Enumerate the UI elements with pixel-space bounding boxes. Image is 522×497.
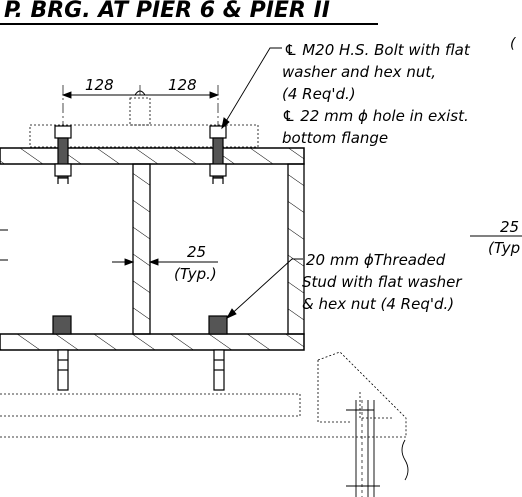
bolt-note: ℄ M20 H.S. Bolt with flat washer and hex… [282,41,471,147]
stud-note: 20 mm ϕThreaded Stud with flat washer & … [302,251,462,313]
bearing-column-lines [346,400,409,497]
bottom-flange-plate [0,333,305,351]
right-dimension-typ: (Typ [488,239,520,257]
dimension-128-left: 128 [85,76,114,94]
pier-cap-outline [0,351,407,438]
web-plate-right [287,163,305,335]
right-dimension-value: 25 [500,218,519,236]
bolt-spacing-dimension [61,90,220,99]
stud-note-line-2: Stud with flat washer [302,273,462,291]
hs-bolt-left [54,125,72,184]
web-thickness-typ: (Typ.) [174,265,217,283]
bolt-note-line-1: ℄ M20 H.S. Bolt with flat [284,41,471,59]
hs-bolt-right [209,125,227,184]
threaded-stud-left [52,315,72,391]
dimension-128-right: 128 [168,76,197,94]
threaded-stud-right [208,315,228,391]
top-flange-plate [0,147,305,165]
drawing-title: P. BRG. AT PIER 6 & PIER II [4,0,330,23]
bolt-note-line-4: ℄ 22 mm ϕ hole in exist. [282,107,469,125]
stud-note-leader [225,258,303,319]
web-thickness-dimension [112,258,218,266]
web-plate-center [132,163,151,335]
stud-note-line-3: & hex nut (4 Req'd.) [302,295,454,313]
stud-note-line-1: 20 mm ϕThreaded [306,251,446,269]
bolt-note-line-2: washer and hex nut, [282,63,436,81]
right-edge-fragment: ( [510,36,516,52]
bolt-centerlines [62,85,219,126]
bolt-note-line-3: (4 Req'd.) [282,85,356,103]
bolt-note-leader [221,47,282,130]
web-thickness-value: 25 [187,243,206,261]
existing-girder-outline [29,97,259,148]
bolt-note-line-5: bottom flange [282,129,388,147]
